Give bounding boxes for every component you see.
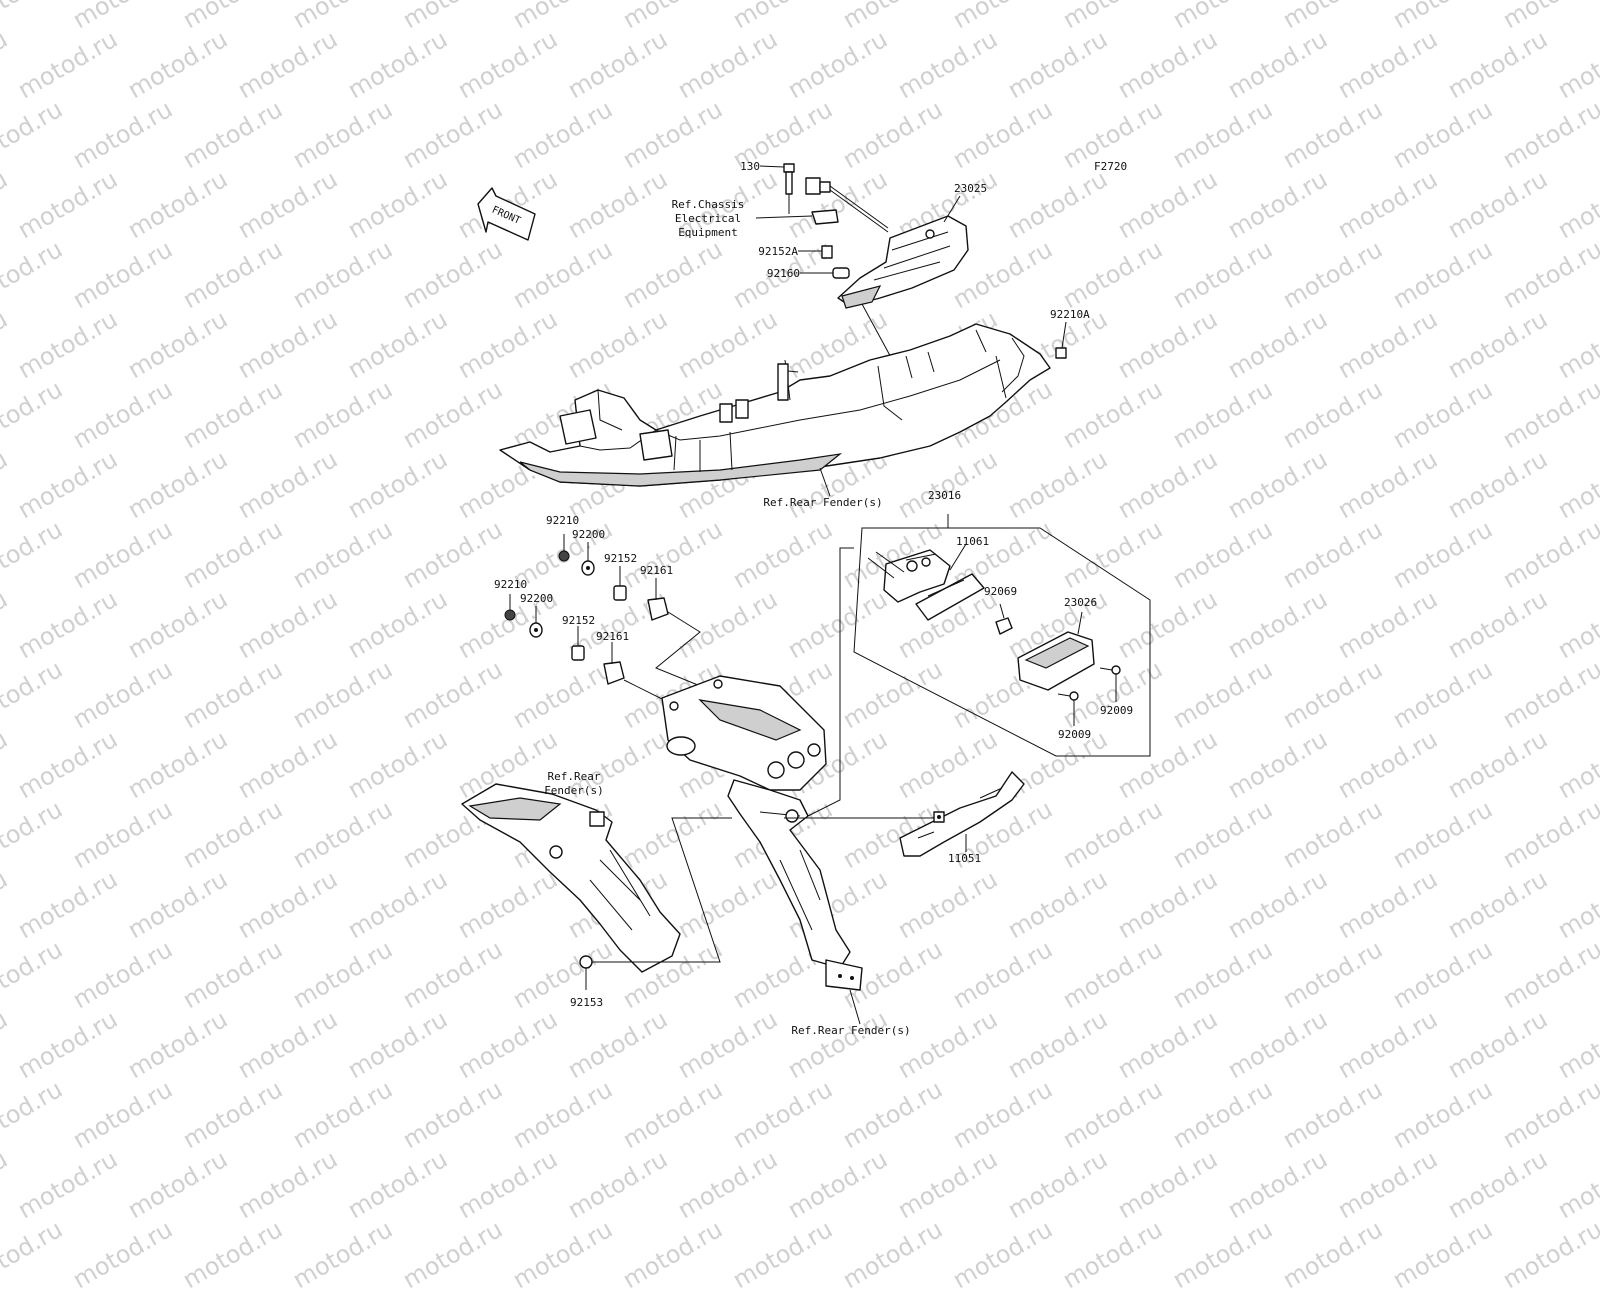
screw-92009 xyxy=(1057,665,1121,726)
watermark-text: motod.ru xyxy=(1497,1214,1600,1294)
grommet-92160 xyxy=(832,267,850,279)
label-92069: 92069 xyxy=(984,585,1018,598)
ref-chassis-electrical: Ref.Chassis Electrical Equipment xyxy=(671,198,745,239)
watermark-text: motod.ru xyxy=(1167,1214,1278,1294)
watermark-text: motod.ru xyxy=(1057,1214,1168,1294)
label-92152-lower: 92152 xyxy=(562,614,596,627)
diagram-drawing: FRONT xyxy=(461,163,1151,1025)
label-92200-upper: 92200 xyxy=(572,528,606,541)
figure-code: F2720 xyxy=(1094,160,1128,173)
label-23016: 23016 xyxy=(928,489,962,502)
label-92161-upper: 92161 xyxy=(640,564,674,577)
watermark-text: motod.ru xyxy=(947,1214,1058,1294)
label-92160: 92160 xyxy=(766,267,800,280)
bolt-130 xyxy=(783,163,795,195)
watermark-text: motod.ru xyxy=(67,1214,178,1294)
rear-frame-cover xyxy=(499,323,1051,487)
front-arrow-icon: FRONT xyxy=(477,187,536,241)
label-92009-left: 92009 xyxy=(1058,728,1092,741)
ref-rear-fender-top: Ref.Rear Fender(s) xyxy=(763,496,883,509)
ref-rear-fender-bottom: Ref.Rear Fender(s) xyxy=(791,1024,911,1037)
label-130: 130 xyxy=(740,160,760,173)
label-92210A: 92210A xyxy=(1050,308,1090,321)
watermark-text: motod.ru xyxy=(397,1214,508,1294)
label-92161-lower: 92161 xyxy=(596,630,630,643)
rear-fender-left xyxy=(461,783,681,973)
label-92210-lower: 92210 xyxy=(494,578,528,591)
label-23025: 23025 xyxy=(954,182,988,195)
license-bracket xyxy=(661,675,863,991)
ref-rear-fender-left: Ref.Rear Fender(s) xyxy=(544,770,604,797)
connector-23025 xyxy=(805,177,889,233)
taillight-23025 xyxy=(837,215,969,309)
wire-clip xyxy=(811,209,839,225)
plate-lamp-bracket-11061 xyxy=(867,549,985,621)
watermark-text: motod.ru xyxy=(507,1214,618,1294)
lamp-group-outline xyxy=(853,527,1151,757)
label-92200-lower: 92200 xyxy=(520,592,554,605)
watermark-text: motod.ru xyxy=(0,1214,68,1294)
label-92152-upper: 92152 xyxy=(604,552,638,565)
watermark-text: motod.ru xyxy=(177,1214,288,1294)
collar-92152A xyxy=(821,245,833,259)
watermark-text: motod.ru xyxy=(837,1214,948,1294)
label-92009-right: 92009 xyxy=(1100,704,1134,717)
watermark-text: motod.ru xyxy=(727,1214,838,1294)
label-92153: 92153 xyxy=(570,996,604,1009)
bolt-92153 xyxy=(579,955,593,969)
watermark-text: motod.ru xyxy=(1387,1214,1498,1294)
label-11051: 11051 xyxy=(948,852,982,865)
watermark-text: motod.ru xyxy=(287,1214,398,1294)
label-92152A: 92152A xyxy=(758,245,798,258)
plate-holder-11051 xyxy=(899,771,1025,857)
label-23026: 23026 xyxy=(1064,596,1098,609)
label-92210-upper: 92210 xyxy=(546,514,580,527)
label-11061: 11061 xyxy=(956,535,990,548)
bulb-92069 xyxy=(995,617,1013,635)
plate-lamp-23026 xyxy=(1017,631,1095,691)
small-hardware xyxy=(504,534,669,685)
watermark-text: motod.ru xyxy=(617,1214,728,1294)
watermark-text: motod.ru xyxy=(1277,1214,1388,1294)
nut-92210A xyxy=(1055,347,1067,359)
